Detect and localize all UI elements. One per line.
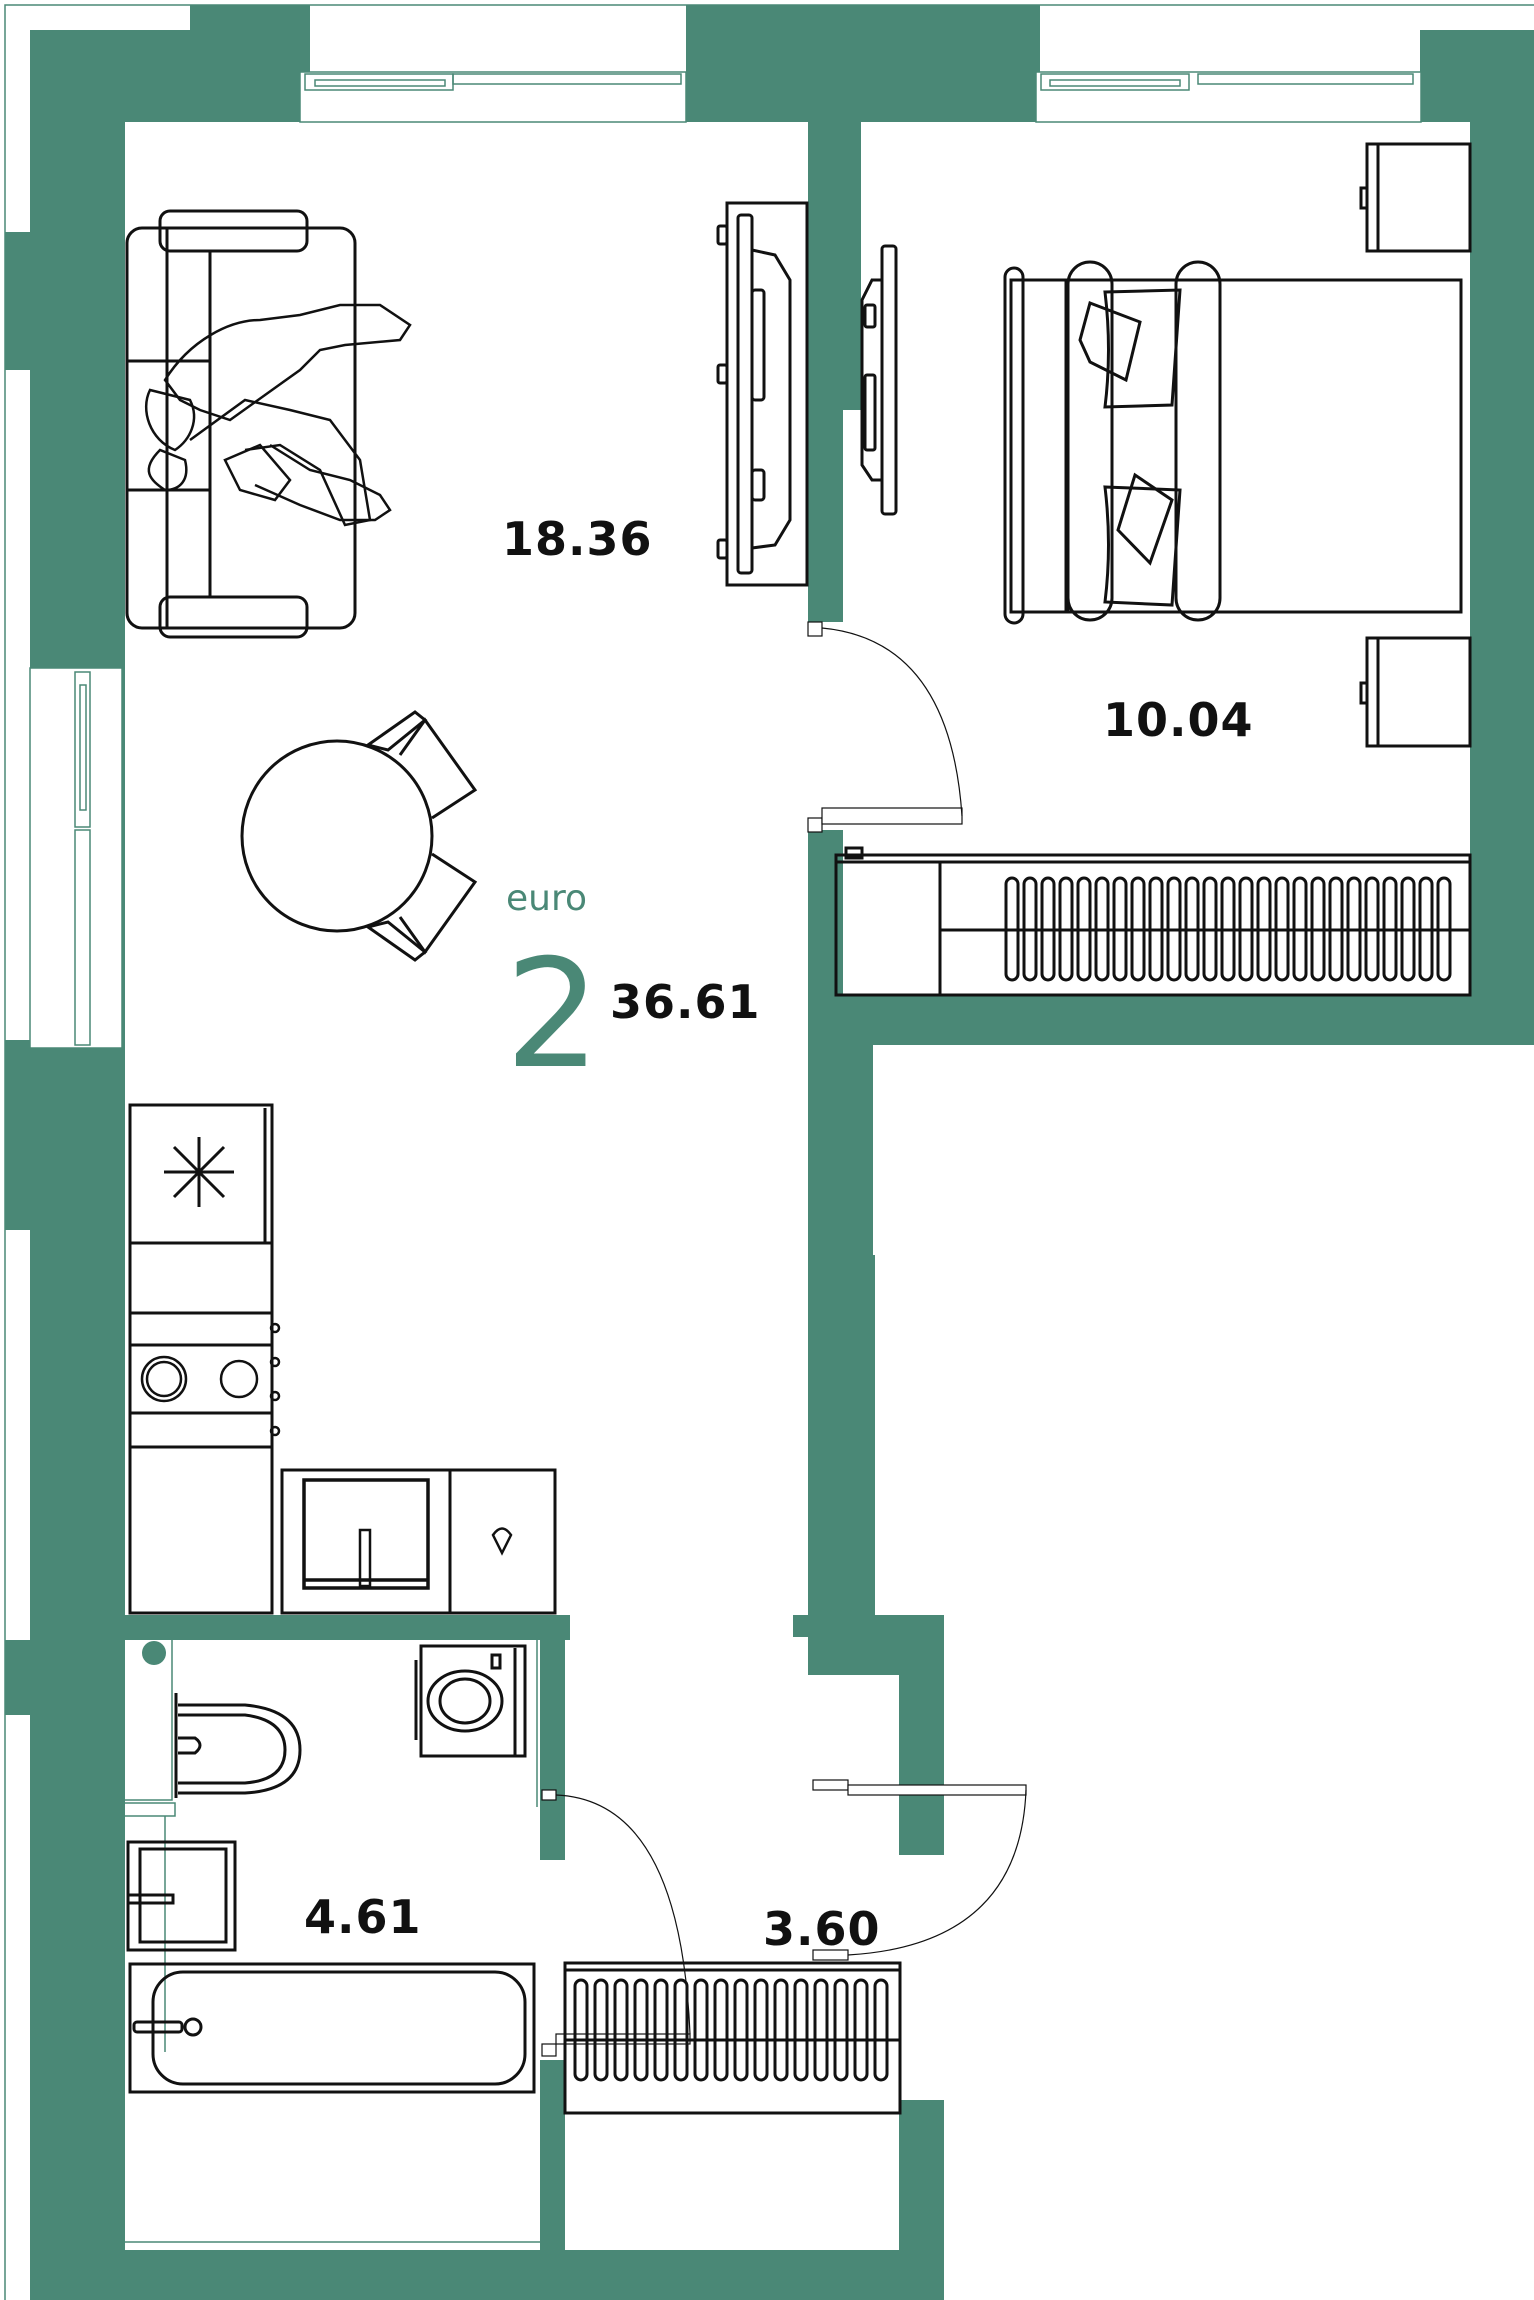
nightstand-top-icon	[1359, 142, 1472, 253]
entrance-door	[812, 1779, 1027, 1961]
window-bedroom-top	[1035, 71, 1422, 123]
room-area-hallway: 3.60	[763, 1902, 881, 1956]
people-on-sofa-icon	[144, 303, 412, 527]
wardrobe-bedroom-icon	[834, 846, 1472, 997]
apartment-type-label: euro	[506, 878, 587, 919]
wardrobe-hallway-icon	[563, 1961, 902, 2115]
sofa-icon	[125, 209, 357, 639]
sink-icon	[302, 1478, 430, 1590]
bathroom-inner-lines	[125, 1636, 560, 2243]
tv-icon	[716, 201, 809, 587]
total-area: 36.61	[610, 975, 761, 1029]
nightstand-bottom-icon	[1359, 636, 1472, 748]
room-area-bedroom: 10.04	[1103, 693, 1254, 747]
washing-machine-icon	[414, 1644, 527, 1758]
bathtub-icon	[128, 1962, 536, 2094]
rooms-count: 2	[505, 928, 601, 1102]
hangers-hallway	[573, 1978, 889, 2082]
room-area-living: 18.36	[502, 512, 653, 566]
window-living-top	[299, 71, 687, 123]
water-drop-icon	[491, 1527, 513, 1556]
window-living-left	[29, 667, 123, 1049]
kitchen-counter	[128, 1103, 557, 1615]
tv-bedroom-icon	[860, 244, 898, 516]
stove-icon	[140, 1322, 281, 1437]
bed-icon	[1003, 260, 1463, 625]
hangers-bedroom	[1004, 876, 1452, 982]
riser-pipe-icon	[142, 1641, 166, 1665]
dining-table-icon	[240, 710, 478, 962]
toilet-icon	[174, 1693, 302, 1798]
washbasin-icon	[126, 1840, 237, 1952]
room-area-bathroom: 4.61	[304, 1890, 422, 1944]
door-bedroom	[807, 621, 963, 833]
snowflake-icon	[164, 1137, 234, 1207]
